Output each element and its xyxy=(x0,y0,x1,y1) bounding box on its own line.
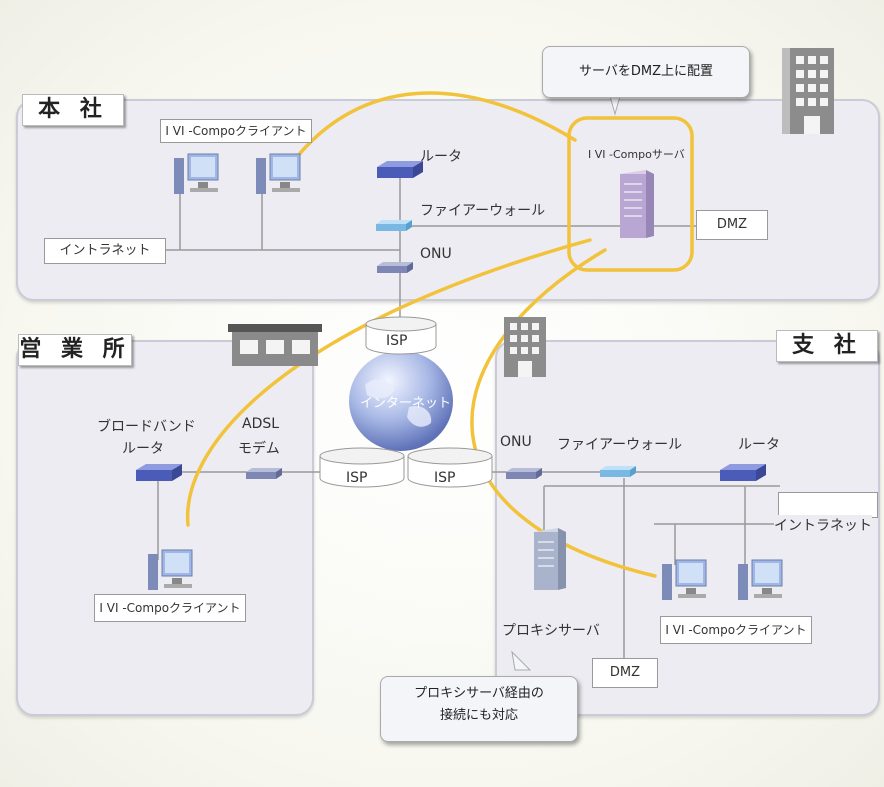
shisha-proxy-server-label: プロキシサーバ xyxy=(502,623,600,639)
building-eigyosho-icon xyxy=(228,324,322,366)
shisha-dmz-box: DMZ xyxy=(592,658,658,688)
callout-proxy-line1: プロキシサーバ経由の xyxy=(414,686,544,701)
region-title-honsha: 本 社 xyxy=(22,94,124,126)
honsha-server-icon xyxy=(620,170,654,238)
shisha-client-pc-1-icon xyxy=(662,559,707,600)
honsha-firewall-label: ファイアーウォール xyxy=(420,203,546,219)
isp-top-icon xyxy=(365,316,437,355)
shisha-onu-icon xyxy=(506,468,542,479)
eigyosho-adsl-label-1: ADSL xyxy=(242,416,280,432)
region-title-eigyosho: 営 業 所 xyxy=(18,334,132,366)
region-title-shisha: 支 社 xyxy=(776,330,878,362)
internet-label: インターネット xyxy=(360,396,452,411)
honsha-server-label: I VI -Compoサーバ xyxy=(588,148,685,161)
honsha-router-icon xyxy=(377,161,423,178)
honsha-client-pc-1-icon xyxy=(174,153,219,194)
eigyosho-client-label: I VI -Compoクライアント xyxy=(94,594,246,622)
isp-top-label: ISP xyxy=(386,333,408,349)
honsha-dmz-box: DMZ xyxy=(696,210,768,240)
shisha-firewall-label: ファイアーウォール xyxy=(557,437,683,453)
honsha-client-pc-2-icon xyxy=(256,153,301,194)
honsha-onu-icon xyxy=(377,262,413,273)
shisha-router-icon xyxy=(720,464,766,481)
callout-dmz-server: サーバをDMZ上に配置 xyxy=(542,46,750,98)
callout-proxy: プロキシサーバ経由の 接続にも対応 xyxy=(380,676,578,742)
honsha-firewall-icon xyxy=(376,220,412,231)
honsha-router-label: ルータ xyxy=(420,149,462,165)
eigyosho-router-label-1: ブロードバンド xyxy=(97,419,196,435)
eigyosho-adsl-modem-icon xyxy=(246,468,282,479)
isp-right-icon xyxy=(407,447,493,488)
honsha-client-label: I VI -Compoクライアント xyxy=(160,119,312,143)
shisha-proxy-server-icon xyxy=(534,528,566,590)
eigyosho-router-icon xyxy=(136,464,182,481)
building-shisha-icon xyxy=(504,317,546,377)
shisha-intranet-label: イントラネット xyxy=(774,515,872,535)
internet-globe-icon xyxy=(349,351,453,451)
eigyosho-router-label-2: ルータ xyxy=(122,441,164,457)
shisha-onu-label: ONU xyxy=(500,434,532,450)
honsha-onu-label: ONU xyxy=(420,246,452,262)
isp-left-label: ISP xyxy=(346,470,368,486)
shisha-firewall-icon xyxy=(600,466,636,477)
callout-dmz-server-text: サーバをDMZ上に配置 xyxy=(578,64,713,79)
shisha-client-pc-2-icon xyxy=(738,559,783,600)
eigyosho-adsl-label-2: モデム xyxy=(238,441,280,457)
shisha-client-label: I VI -Compoクライアント xyxy=(660,616,812,644)
shisha-router-label: ルータ xyxy=(738,437,780,453)
callout-proxy-line2: 接続にも対応 xyxy=(439,708,518,723)
building-honsha-icon xyxy=(782,48,834,134)
isp-right-label: ISP xyxy=(434,470,456,486)
isp-left-icon xyxy=(319,447,405,488)
eigyosho-client-pc-icon xyxy=(148,549,193,590)
honsha-intranet-box: イントラネット xyxy=(44,238,166,264)
region-eigyosho xyxy=(16,340,314,716)
